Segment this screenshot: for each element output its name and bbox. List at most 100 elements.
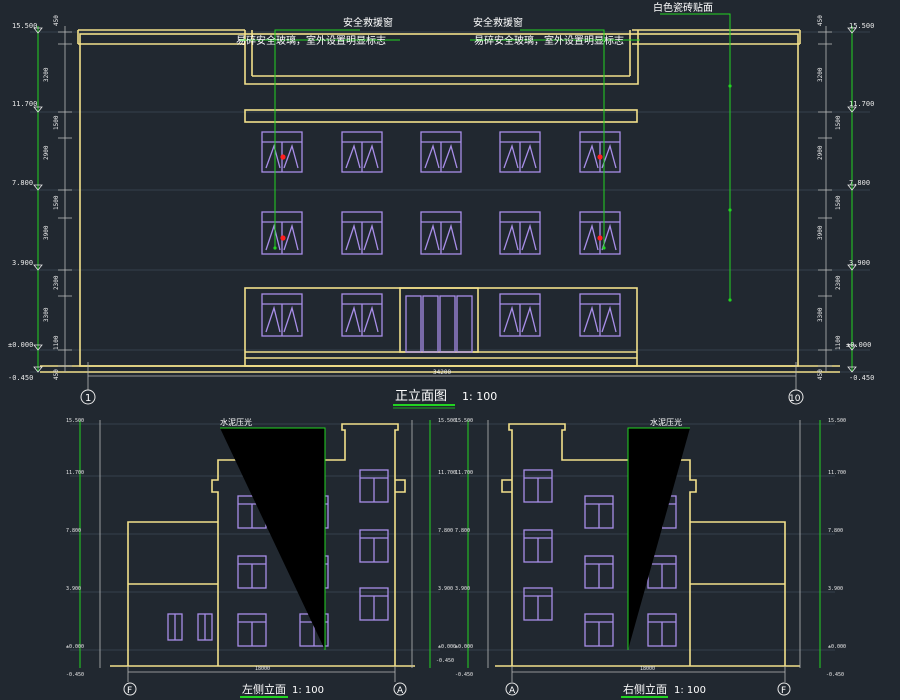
front-window-r2c3: [420, 211, 462, 255]
front-leader-dots: [273, 84, 732, 302]
front-axis-bubble-right: [788, 389, 804, 405]
right-window-2: [523, 529, 553, 563]
left-axis-bubble-left: [123, 682, 137, 696]
front-dim-left-0: 450: [53, 15, 60, 26]
right-elev-right-5: -0.450: [826, 672, 844, 678]
front-window-r1c3: [420, 131, 462, 173]
front-dim-left-7: 2300: [53, 275, 60, 290]
right-elev-left-2: 7.800: [455, 528, 470, 534]
front-rescue-note-right-title: 安全救援窗: [473, 16, 523, 29]
left-window-5: [237, 613, 267, 647]
left-total-width: 18000: [255, 666, 270, 672]
front-dim-left-6: 1500: [53, 195, 60, 210]
front-elevation: 15.500 11.700 7.800 3.900 ±0.000 -0.450 …: [8, 1, 874, 409]
left-axis-right-label: A: [397, 686, 404, 696]
right-axis-bubbles: A F: [505, 682, 791, 696]
left-elev-right-5: -0.450: [436, 658, 454, 664]
left-title: 左侧立面: [242, 682, 286, 696]
right-total-width: 18000: [640, 666, 655, 672]
front-dim-left-11: 450: [53, 369, 60, 380]
left-elev-right-2: 7.800: [438, 528, 453, 534]
front-finish-note: 白色瓷砖贴面: [653, 1, 713, 14]
front-dim-right-6: 1500: [835, 195, 842, 210]
front-windows: [261, 131, 621, 353]
front-title-block: 正立面图 1: 100: [393, 389, 497, 409]
front-total-width: 34200: [433, 369, 451, 376]
front-dim-right-0: 450: [817, 15, 824, 26]
left-elev-left-5: -0.450: [66, 672, 84, 678]
front-left-dimension-chain: 15.500 11.700 7.800 3.900 ±0.000 -0.450 …: [8, 15, 72, 382]
right-window-1: [523, 469, 553, 503]
left-window-9: [359, 587, 389, 621]
left-building-outline: [110, 423, 415, 667]
right-elev-right-0: 15.500: [828, 418, 846, 424]
front-right-dimension-chain: 15.500 11.700 7.800 3.900 ±0.000 -0.450 …: [817, 15, 874, 382]
front-dim-left-9: 3300: [43, 307, 50, 322]
left-axis-bubble-right: [393, 682, 407, 696]
left-axis-left-label: F: [127, 686, 132, 696]
right-elev-left-3: 3.900: [455, 586, 470, 592]
front-dim-right-5: 3900: [817, 225, 824, 240]
front-axis-bubble-left: [80, 389, 96, 405]
left-small-window-1: [167, 613, 183, 641]
left-title-block: 左侧立面 1: 100: [240, 682, 324, 698]
left-elev-right-0: 15.500: [438, 418, 456, 424]
front-elev-right-0: 15.500: [849, 22, 874, 30]
front-window-r3c5: [579, 293, 621, 337]
left-elev-left-0: 15.500: [66, 418, 84, 424]
right-title-block: 右侧立面 1: 100: [621, 682, 706, 698]
front-dim-right-9: 3300: [817, 307, 824, 322]
front-axis-left-label: 1: [85, 393, 91, 404]
left-elev-left-2: 7.800: [66, 528, 81, 534]
front-window-r1c2: [341, 131, 383, 173]
front-window-r2c2: [341, 211, 383, 255]
front-dim-left-3: 2900: [43, 145, 50, 160]
right-title: 右侧立面: [623, 682, 667, 696]
right-elev-right-4: ±0.000: [828, 644, 846, 650]
left-elev-left-3: 3.900: [66, 586, 81, 592]
front-elev-right-2: 7.800: [849, 179, 870, 187]
right-axis-bubble-right: [777, 682, 791, 696]
front-rescue-note-left-title: 安全救援窗: [343, 16, 393, 29]
right-window-8: [584, 613, 614, 647]
right-building-outline: [495, 423, 800, 667]
front-elev-left-0: 15.500: [12, 22, 37, 30]
right-elev-left-1: 11.700: [455, 470, 473, 476]
left-window-8: [359, 529, 389, 563]
front-window-r3c1: [261, 293, 303, 337]
front-elev-left-4: ±0.000: [8, 341, 33, 349]
front-dim-right-1: 3200: [817, 67, 824, 82]
front-dim-right-7: 2300: [835, 275, 842, 290]
right-axis-bubble-left: [505, 682, 519, 696]
front-elev-left-3: 3.900: [12, 259, 33, 267]
front-elev-left-2: 7.800: [12, 179, 33, 187]
left-scale: 1: 100: [292, 685, 324, 696]
front-dim-right-11: 450: [817, 369, 824, 380]
front-elev-right-3: 3.900: [849, 259, 870, 267]
front-rescue-note-left-desc: 易碎安全玻璃，室外设置明显标志: [236, 34, 386, 47]
right-note: 水泥压光: [650, 417, 682, 427]
left-dimension-chains: 15.500 11.700 7.800 3.900 ±0.000 -0.450 …: [66, 417, 456, 682]
front-window-r3c2: [341, 293, 383, 337]
right-window-3: [523, 587, 553, 621]
right-side-elevation: 15.500 11.700 7.800 3.900 ±0.000 -0.450 …: [455, 417, 846, 698]
front-elev-right-5: -0.450: [849, 374, 874, 382]
left-window-7: [359, 469, 389, 503]
right-window-4: [584, 495, 614, 529]
front-elev-right-4: ±0.000: [846, 341, 871, 349]
front-dim-left-1: 3200: [43, 67, 50, 82]
front-dim-left-5: 3900: [43, 225, 50, 240]
right-axis-left-label: A: [509, 686, 516, 696]
right-elev-right-3: 3.900: [828, 586, 843, 592]
left-elev-left-4: ±0.000: [66, 644, 84, 650]
left-elev-right-3: 3.900: [438, 586, 453, 592]
front-dim-right-3: 2900: [817, 145, 824, 160]
left-elev-left-1: 11.700: [66, 470, 84, 476]
front-leader-lines: [240, 13, 731, 300]
front-window-r3c4: [499, 293, 541, 337]
right-elev-left-4: ±0.000: [455, 644, 473, 650]
front-dim-left-2: 1500: [53, 115, 60, 130]
right-window-9: [647, 613, 677, 647]
right-scale: 1: 100: [674, 685, 706, 696]
